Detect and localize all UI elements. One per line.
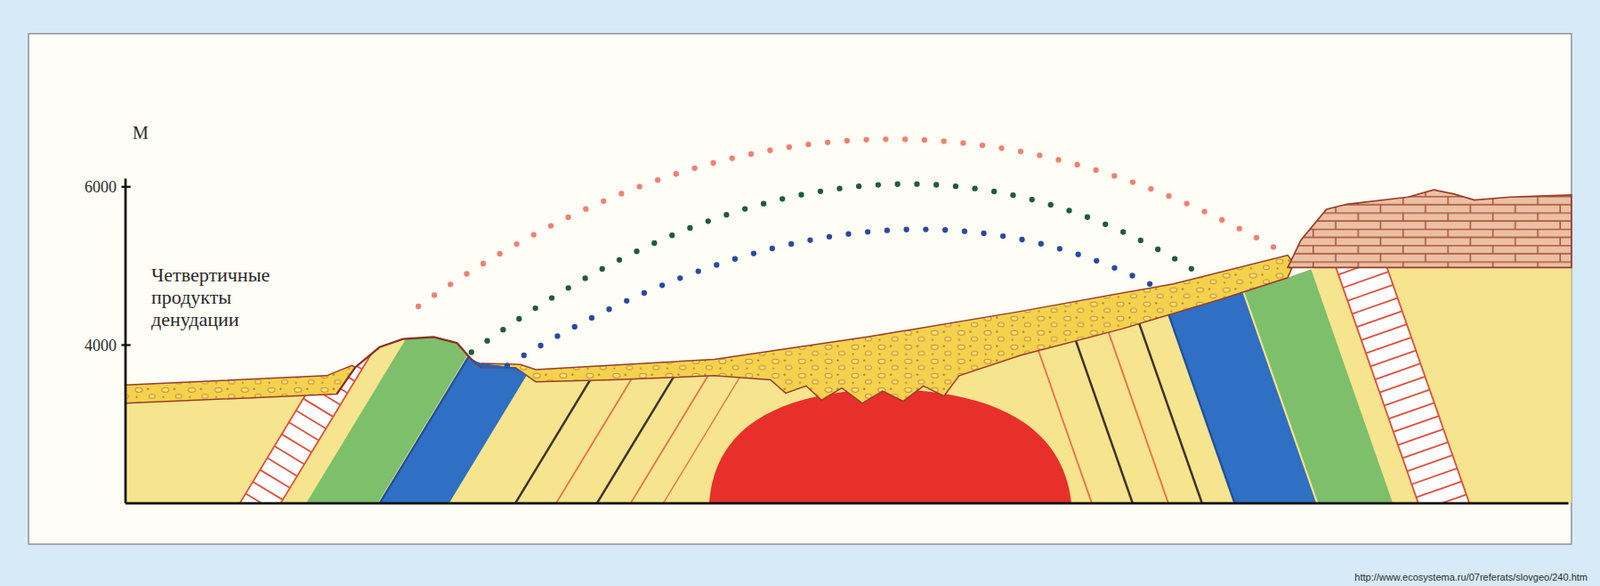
quaternary-deposits	[125, 364, 356, 403]
layer-label: Четвертичные продукты денудации	[151, 263, 310, 331]
axis-tick	[121, 343, 130, 346]
eroded-layer-arc	[418, 138, 1288, 307]
source-url: http://www.ecosystema.ru/07referats/slov…	[1354, 571, 1588, 582]
eroded-layer-arc	[471, 184, 1200, 353]
axis-value: 4000	[84, 336, 117, 356]
eroded-layer-arc	[507, 229, 1164, 366]
axis-value: 6000	[84, 177, 117, 197]
axis-unit: М	[132, 122, 149, 144]
limestone-cap	[1287, 189, 1572, 267]
height-axis	[124, 178, 128, 504]
bedrock	[125, 183, 1575, 510]
granite-intrusion	[709, 388, 1072, 503]
surface-line	[336, 336, 482, 394]
axis-tick	[121, 185, 130, 188]
base-line	[125, 501, 1568, 505]
quaternary-deposits	[481, 255, 1294, 404]
